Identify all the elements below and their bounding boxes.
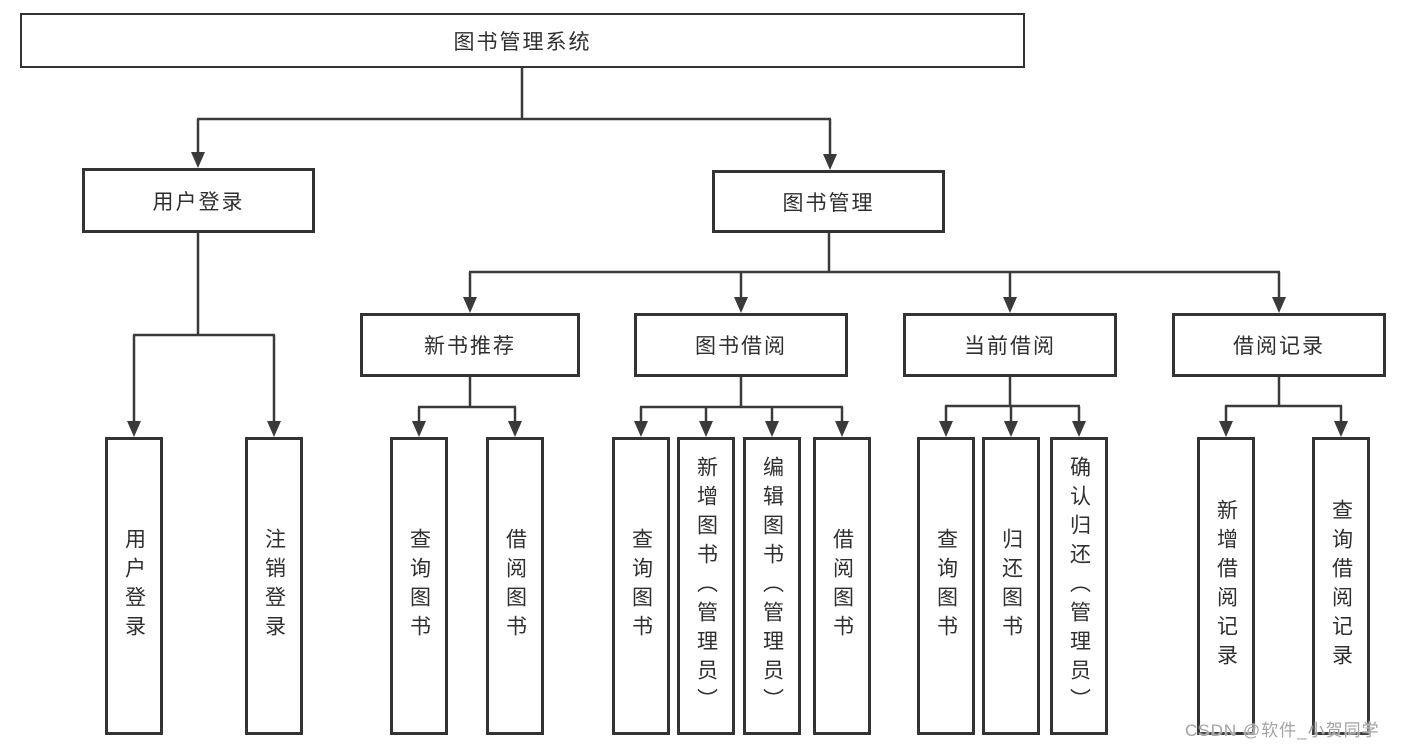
node-user-login: 用户登录 [82, 168, 315, 233]
node-current-borrow: 当前借阅 [903, 313, 1117, 377]
leaf-borrow-books-recommend: 借阅图书 [486, 437, 544, 735]
leaf-query-borrow-record: 查询借阅记录 [1312, 437, 1370, 735]
node-borrow-records: 借阅记录 [1172, 313, 1386, 377]
leaf-query-books-recommend: 查询图书 [390, 437, 448, 735]
leaf-query-books-borrow: 查询图书 [612, 437, 670, 735]
connector-user-login-children [127, 233, 281, 437]
node-book-borrow: 图书借阅 [634, 313, 848, 377]
connector-new-book-recommend-children [412, 377, 522, 437]
node-library-management-system: 图书管理系统 [20, 13, 1025, 68]
leaf-add-books-admin: 新增图书（管理员） [677, 437, 735, 735]
connector-current-borrow-children [939, 377, 1086, 437]
leaf-return-books: 归还图书 [982, 437, 1040, 735]
leaf-query-books-current: 查询图书 [917, 437, 975, 735]
node-new-book-recommend: 新书推荐 [360, 313, 580, 377]
csdn-watermark: CSDN @软件_小贺同学 [1185, 721, 1380, 740]
connector-book-management-children [463, 233, 1286, 313]
leaf-confirm-return-admin: 确认归还（管理员） [1050, 437, 1108, 735]
leaf-add-borrow-record: 新增借阅记录 [1197, 437, 1255, 735]
leaf-user-login: 用户登录 [105, 437, 163, 735]
leaf-borrow-books: 借阅图书 [813, 437, 871, 735]
leaf-logout: 注销登录 [245, 437, 303, 735]
connector-book-borrow-children [634, 377, 849, 437]
connector-root-to-level2 [191, 68, 837, 170]
connector-borrow-records-children [1219, 377, 1348, 437]
leaf-edit-books-admin: 编辑图书（管理员） [743, 437, 801, 735]
node-book-management: 图书管理 [712, 170, 945, 233]
